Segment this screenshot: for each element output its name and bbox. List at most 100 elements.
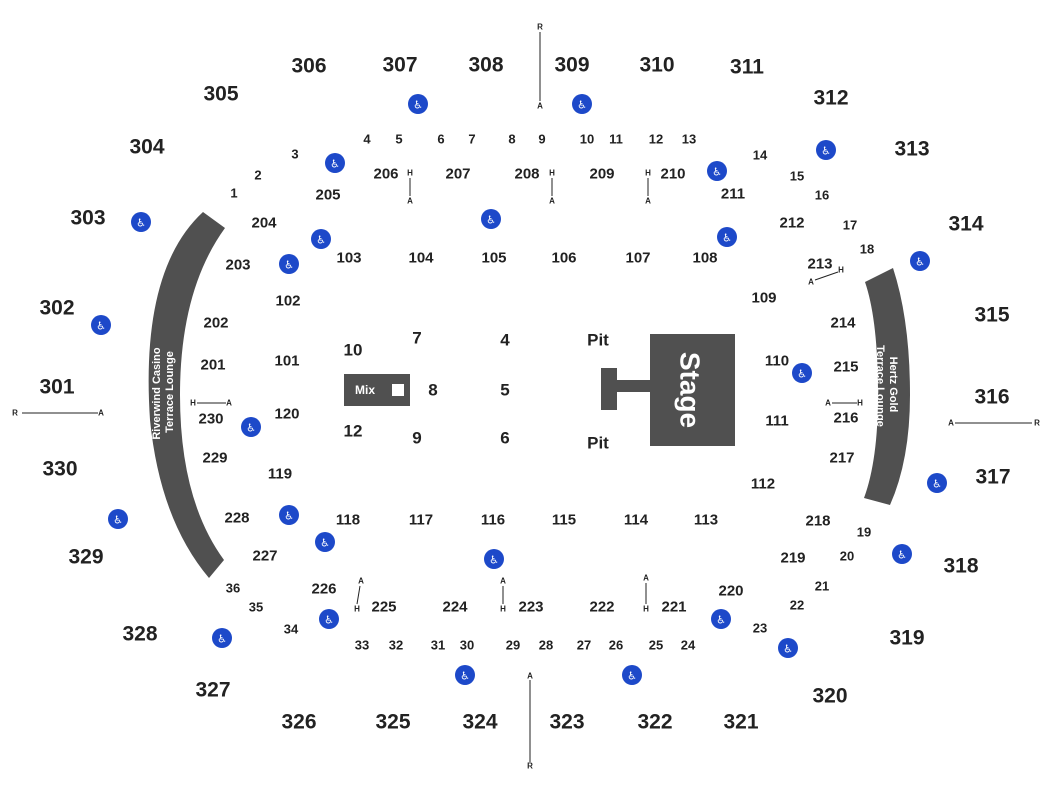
section-109[interactable]: 109 (751, 290, 776, 307)
lounge-left-shape[interactable] (148, 212, 225, 578)
section-324[interactable]: 324 (462, 711, 497, 734)
section-203[interactable]: 203 (225, 257, 250, 274)
floor-section-10[interactable]: 10 (344, 341, 363, 360)
section-120[interactable]: 120 (274, 406, 299, 423)
section-301[interactable]: 301 (39, 376, 74, 399)
section-205[interactable]: 205 (315, 187, 340, 204)
section-101[interactable]: 101 (274, 353, 299, 370)
section-328[interactable]: 328 (122, 623, 157, 646)
section-308[interactable]: 308 (468, 54, 503, 77)
section-318[interactable]: 318 (943, 555, 978, 578)
section-310[interactable]: 310 (639, 54, 674, 77)
floor-section-8[interactable]: 8 (428, 381, 437, 400)
section-314[interactable]: 314 (948, 213, 983, 236)
section-216[interactable]: 216 (833, 410, 858, 427)
section-315[interactable]: 315 (974, 304, 1009, 327)
section-320[interactable]: 320 (812, 685, 847, 708)
section-326[interactable]: 326 (281, 711, 316, 734)
section-323[interactable]: 323 (549, 711, 584, 734)
section-312[interactable]: 312 (813, 87, 848, 110)
section-107[interactable]: 107 (625, 250, 650, 267)
section-230[interactable]: 230 (198, 411, 223, 428)
section-111[interactable]: 111 (765, 413, 788, 430)
floor-section-6[interactable]: 6 (500, 429, 509, 448)
section-304[interactable]: 304 (129, 136, 164, 159)
section-303[interactable]: 303 (70, 207, 105, 230)
section-115[interactable]: 115 (552, 512, 576, 529)
section-103[interactable]: 103 (336, 250, 361, 267)
section-106[interactable]: 106 (551, 250, 576, 267)
section-325[interactable]: 325 (375, 711, 410, 734)
section-316[interactable]: 316 (974, 386, 1009, 409)
section-217[interactable]: 217 (829, 450, 854, 467)
floor-section-4[interactable]: 4 (500, 331, 510, 350)
accessible-seating: ♿♿♿♿♿♿♿♿♿♿♿♿♿♿♿♿♿♿♿♿♿♿♿♿♿♿ (91, 94, 947, 685)
floor-section-12[interactable]: 12 (344, 422, 363, 441)
section-218[interactable]: 218 (805, 513, 830, 530)
section-215[interactable]: 215 (833, 359, 858, 376)
section-313[interactable]: 313 (894, 138, 929, 161)
wheelchair-icon: ♿ (319, 609, 339, 629)
section-330[interactable]: 330 (42, 458, 77, 481)
section-214[interactable]: 214 (830, 315, 856, 332)
section-206[interactable]: 206 (373, 166, 398, 183)
section-201[interactable]: 201 (200, 357, 225, 374)
section-208[interactable]: 208 (514, 166, 539, 183)
pit-section-2[interactable]: Pit (587, 434, 609, 453)
section-327[interactable]: 327 (195, 679, 230, 702)
section-223[interactable]: 223 (518, 599, 543, 616)
section-114[interactable]: 114 (624, 512, 649, 529)
section-226[interactable]: 226 (311, 581, 336, 598)
floor-section-9[interactable]: 9 (412, 429, 421, 448)
floor-section-7[interactable]: 7 (412, 329, 421, 348)
section-213[interactable]: 213 (807, 256, 832, 273)
section-305[interactable]: 305 (203, 83, 238, 106)
section-321[interactable]: 321 (723, 711, 758, 734)
section-209[interactable]: 209 (589, 166, 614, 183)
stage-label: Stage (675, 352, 706, 428)
section-227[interactable]: 227 (252, 548, 277, 565)
section-204[interactable]: 204 (251, 215, 277, 232)
section-222[interactable]: 222 (589, 599, 614, 616)
section-108[interactable]: 108 (692, 250, 717, 267)
section-105[interactable]: 105 (481, 250, 506, 267)
section-219[interactable]: 219 (780, 550, 805, 567)
pit-section-1[interactable]: Pit (587, 331, 609, 350)
section-309[interactable]: 309 (554, 54, 589, 77)
lounge-right-label: Hertz Gold Terrace Lounge (874, 345, 899, 427)
section-102[interactable]: 102 (275, 293, 300, 310)
section-210[interactable]: 210 (660, 166, 685, 183)
sections-300-level: 301 302 303 304 305 306 307 308 309 310 311 312 313 3… (39, 54, 1010, 734)
section-322[interactable]: 322 (637, 711, 672, 734)
section-311[interactable]: 311 (730, 56, 764, 79)
section-307[interactable]: 307 (382, 54, 417, 77)
section-117[interactable]: 117 (409, 512, 433, 529)
section-302[interactable]: 302 (39, 297, 74, 320)
section-221[interactable]: 221 (661, 599, 686, 616)
section-112[interactable]: 112 (751, 476, 775, 493)
section-212[interactable]: 212 (779, 215, 804, 232)
aisle-letter: H (354, 605, 360, 614)
section-110[interactable]: 110 (765, 353, 789, 370)
section-119[interactable]: 119 (268, 466, 292, 483)
section-228[interactable]: 228 (224, 510, 249, 527)
section-225[interactable]: 225 (371, 599, 396, 616)
section-202[interactable]: 202 (203, 315, 228, 332)
section-329[interactable]: 329 (68, 546, 103, 569)
section-317[interactable]: 317 (975, 466, 1010, 489)
section-104[interactable]: 104 (408, 250, 434, 267)
stage-block[interactable] (650, 334, 735, 446)
section-319[interactable]: 319 (889, 627, 924, 650)
section-113[interactable]: 113 (694, 512, 718, 529)
section-220[interactable]: 220 (718, 583, 743, 600)
section-229[interactable]: 229 (202, 450, 227, 467)
section-211[interactable]: 211 (721, 186, 745, 203)
section-207[interactable]: 207 (445, 166, 470, 183)
section-306[interactable]: 306 (291, 55, 326, 78)
section-118[interactable]: 118 (336, 512, 360, 529)
floor-section-5[interactable]: 5 (500, 381, 509, 400)
lounge-right-shape[interactable] (864, 268, 910, 505)
section-116[interactable]: 116 (481, 512, 505, 529)
section-224[interactable]: 224 (442, 599, 468, 616)
